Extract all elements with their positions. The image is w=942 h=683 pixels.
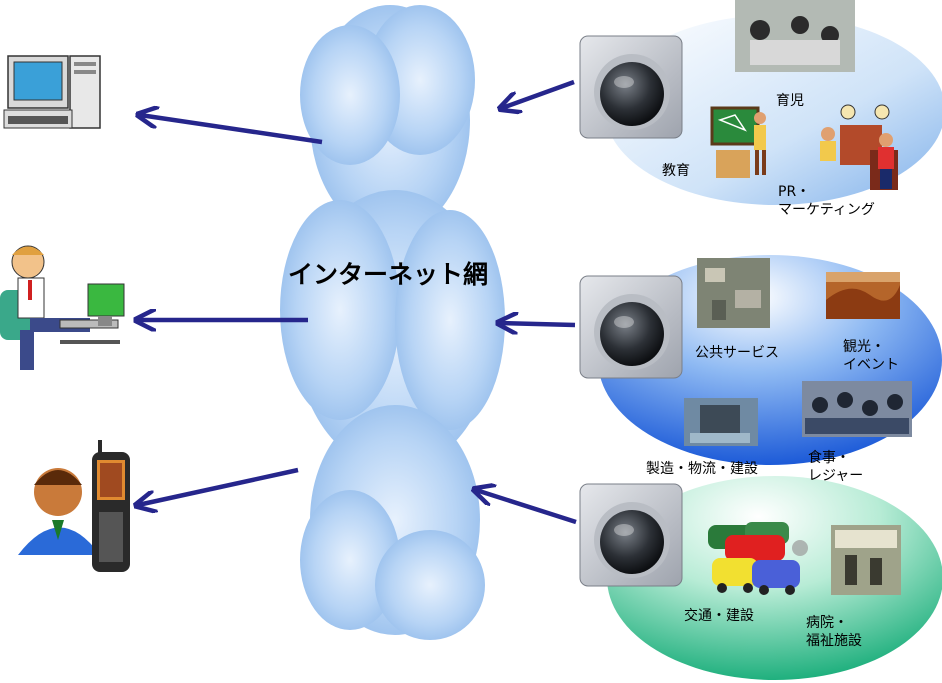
label-hospital: 病院・ 福祉施設 xyxy=(806,615,862,649)
label-marketing: PR・ マーケティング xyxy=(778,184,875,218)
photo-public-service xyxy=(697,258,770,328)
mobile-phone-icon xyxy=(92,440,130,572)
arrow-cloud-desktop xyxy=(140,115,323,145)
photo-tourism xyxy=(826,272,900,319)
label-tourism: 観光・ イベント xyxy=(843,339,899,373)
photo-hospital xyxy=(831,525,901,595)
network-camera-3 xyxy=(579,483,683,587)
label-education: 教育 xyxy=(662,163,690,179)
label-childcare: 育児 xyxy=(776,93,804,109)
desktop-pc-icon xyxy=(3,55,101,129)
label-traffic: 交通・建設 xyxy=(684,608,754,624)
mobile-user-icon xyxy=(18,468,100,555)
arrow-camera3-cloud xyxy=(476,490,577,525)
label-public-service: 公共サービス xyxy=(695,345,779,361)
office-worker-icon xyxy=(0,245,125,370)
arrow-camera1-cloud xyxy=(502,79,575,108)
photo-childcare xyxy=(735,0,855,72)
internet-cloud xyxy=(280,5,505,640)
traffic-clipart xyxy=(708,522,808,595)
photo-manufacturing xyxy=(684,398,758,446)
photo-dining xyxy=(802,381,912,437)
label-manufacturing: 製造・物流・建設 xyxy=(646,461,758,477)
network-camera-2 xyxy=(579,275,683,379)
internet-label: インターネット網 xyxy=(288,260,489,289)
marketing-clipart xyxy=(820,104,898,190)
arrow-cloud-mobile xyxy=(138,467,299,505)
label-dining: 食事・ レジャー xyxy=(808,450,864,484)
education-clipart xyxy=(710,106,766,178)
network-camera-1 xyxy=(579,35,683,139)
arrow-camera2-cloud xyxy=(500,323,576,325)
